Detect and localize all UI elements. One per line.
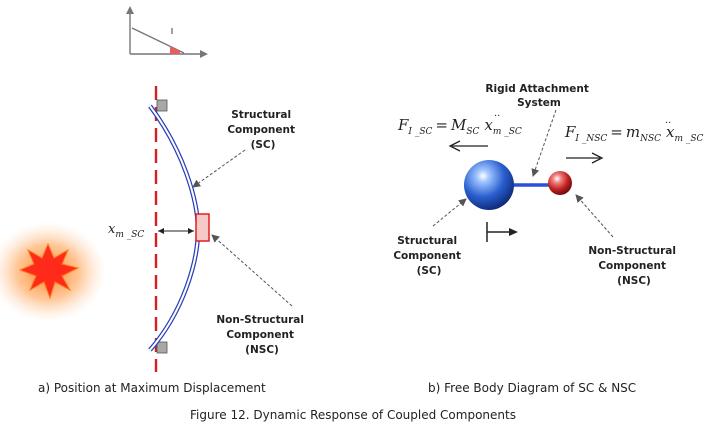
accel-dots-sc: ··	[494, 111, 500, 122]
displacement-direction-arrow	[486, 222, 518, 242]
left-nsc-label: Non-Structural Component (NSC)	[216, 314, 307, 356]
left-sc-label: Structural Component (SC)	[227, 109, 298, 151]
left-nsc-leader	[211, 234, 293, 307]
left-caption: a) Position at Maximum Displacement	[38, 381, 266, 395]
sc-mass-ball	[464, 160, 514, 210]
nsc-box	[195, 213, 210, 242]
force-arrow-left	[448, 140, 488, 152]
nsc-mass-ball	[548, 171, 572, 195]
attachment-label: Rigid Attachment System	[485, 83, 592, 109]
right-sc-label: Structural Component (SC)	[393, 235, 464, 277]
top-support	[156, 99, 168, 112]
explosion-icon	[0, 222, 106, 322]
load-history-icon	[126, 6, 208, 58]
right-nsc-label: Non-Structural Component (NSC)	[588, 245, 679, 287]
attachment-leader	[531, 109, 557, 177]
deflected-beam	[148, 104, 201, 352]
left-sc-leader	[192, 149, 246, 188]
bottom-support	[156, 341, 168, 354]
displacement-label: xm _SC	[108, 222, 144, 240]
right-sc-leader	[432, 198, 467, 227]
accel-dots-nsc: ··	[665, 118, 671, 129]
figure-caption: Figure 12. Dynamic Response of Coupled C…	[190, 408, 516, 422]
right-caption: b) Free Body Diagram of SC & NSC	[428, 381, 636, 395]
right-nsc-leader	[575, 194, 614, 238]
force-arrow-right	[566, 152, 604, 164]
displacement-dimension	[158, 228, 194, 234]
